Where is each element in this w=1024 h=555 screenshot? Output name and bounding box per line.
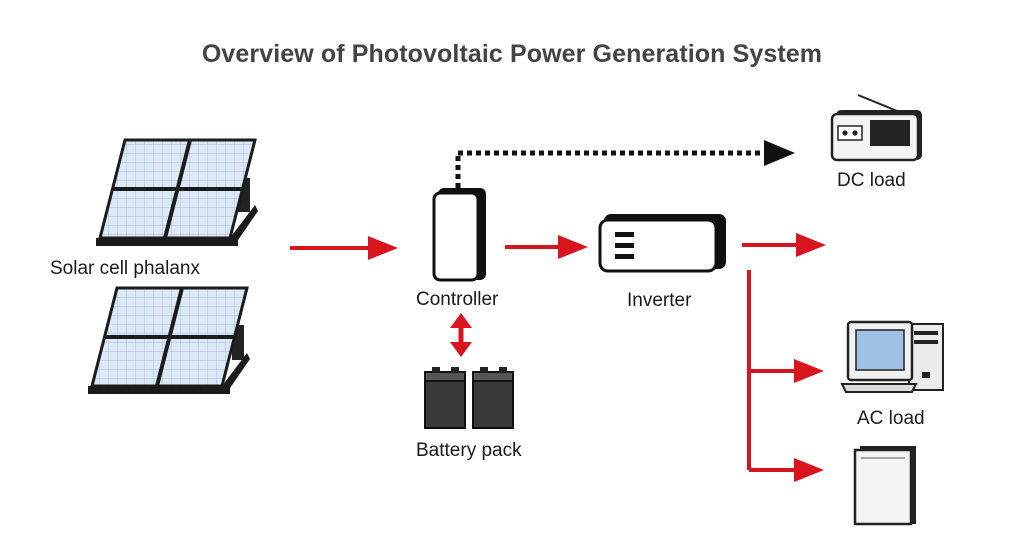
solar-cell-label: Solar cell phalanx (50, 258, 200, 279)
arrow-solar-to-controller (290, 236, 398, 260)
arrow-controller-to-inverter (505, 235, 588, 259)
arrow-controller-battery (450, 313, 472, 357)
battery-icon (424, 367, 514, 429)
computer-icon (840, 320, 944, 393)
dotted-arrow-to-dc-load (455, 140, 795, 188)
solar-panel-icon (88, 286, 250, 394)
controller-label: Controller (416, 289, 499, 310)
battery-label: Battery pack (416, 440, 522, 461)
arrow-to-ac-loads (747, 270, 824, 482)
inverter-label: Inverter (627, 290, 692, 311)
refrigerator-icon (853, 446, 916, 526)
radio-icon (830, 94, 922, 162)
solar-panel-icon (96, 138, 258, 246)
page-title: Overview of Photovoltaic Power Generatio… (201, 40, 823, 68)
arrow-inverter-output (742, 233, 826, 257)
ac-load-label: AC load (857, 408, 925, 429)
dc-load-label: DC load (837, 170, 906, 191)
controller-icon (432, 188, 486, 282)
inverter-icon (598, 214, 726, 273)
